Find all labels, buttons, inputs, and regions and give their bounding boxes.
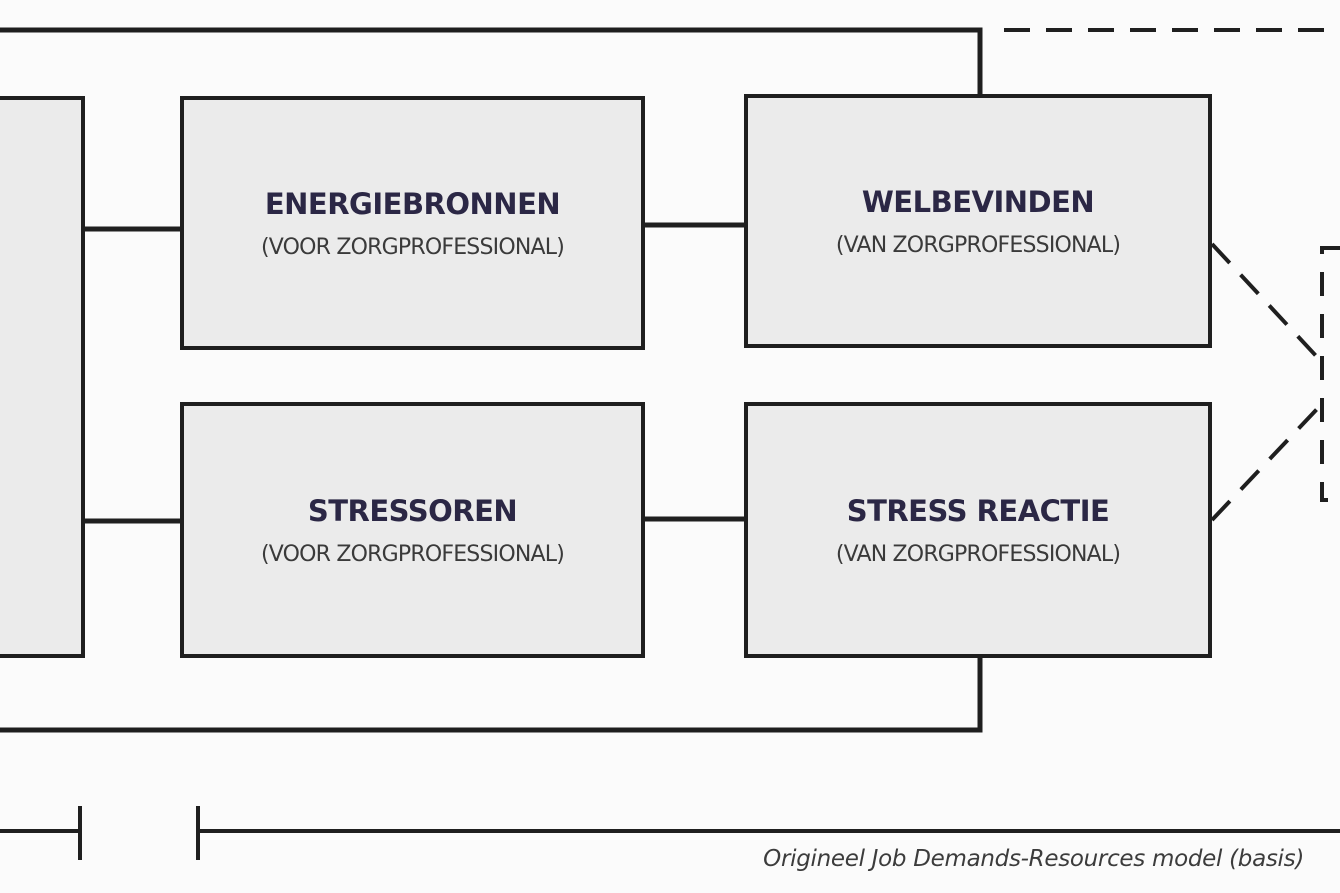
model-caption: Origineel Job Demands-Resources model (b… bbox=[763, 846, 1304, 872]
box-subtitle: (VOOR ZORGPROFESSIONAL) bbox=[261, 541, 565, 567]
box-title: WELBEVINDEN bbox=[861, 184, 1095, 219]
box-subtitle: (VAN ZORGPROFESSIONAL) bbox=[835, 232, 1121, 258]
bottom-loop-line bbox=[0, 656, 983, 733]
box-welbevinden: WELBEVINDEN (VAN ZORGPROFESSIONAL) bbox=[744, 94, 1212, 348]
box-subtitle: (VAN ZORGPROFESSIONAL) bbox=[835, 541, 1121, 567]
box-stressoren: STRESSOREN (VOOR ZORGPROFESSIONAL) bbox=[180, 402, 645, 658]
dashed-right-partial-box bbox=[1320, 246, 1340, 502]
left-partial-box bbox=[0, 96, 85, 658]
dashed-welbevinden-link bbox=[1210, 242, 1320, 360]
box-title: ENERGIEBRONNEN bbox=[264, 186, 561, 221]
box-stress-reactie: STRESS REACTIE (VAN ZORGPROFESSIONAL) bbox=[744, 402, 1212, 658]
dashed-stressreactie-link bbox=[1210, 406, 1320, 522]
top-loop-line bbox=[0, 27, 983, 96]
box-title: STRESSOREN bbox=[307, 493, 518, 528]
box-title: STRESS REACTIE bbox=[846, 493, 1110, 528]
box-energiebronnen: ENERGIEBRONNEN (VOOR ZORGPROFESSIONAL) bbox=[180, 96, 645, 350]
box-subtitle: (VOOR ZORGPROFESSIONAL) bbox=[261, 234, 565, 260]
